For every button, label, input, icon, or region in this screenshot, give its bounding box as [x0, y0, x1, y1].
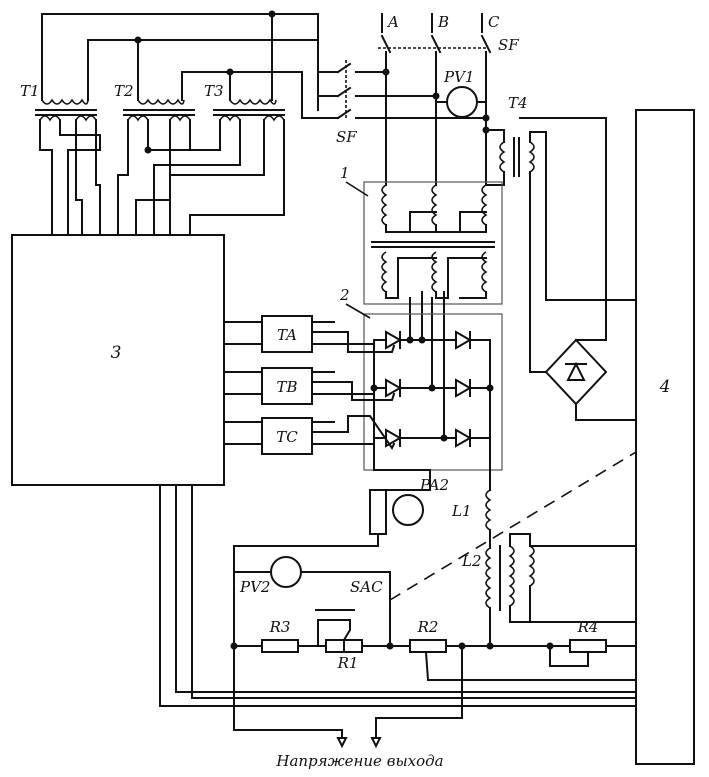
voltmeter-pv1: [446, 86, 478, 118]
label-r3: R3: [269, 618, 291, 636]
output-section: [159, 437, 637, 749]
control-pulse-units: [223, 315, 375, 455]
label-l2: L2: [461, 552, 482, 570]
label-phase-c: C: [488, 13, 500, 31]
block-2: [363, 313, 503, 471]
label-ta: TA: [277, 326, 297, 344]
label-block-2: 2: [339, 286, 350, 304]
label-pv1: PV1: [443, 68, 474, 86]
block-1-windings: [371, 184, 495, 439]
label-pv2: PV2: [239, 578, 270, 596]
supply-wiring: [41, 10, 339, 119]
phase-lines: [336, 13, 492, 186]
label-breaker-left: SF: [336, 128, 357, 146]
unit-tc: [261, 417, 313, 455]
label-t1: T1: [20, 82, 40, 100]
label-t3: T3: [204, 82, 224, 100]
resistor-r3: [261, 639, 299, 653]
voltmeter-pv2: [270, 556, 302, 588]
label-block-3: 3: [111, 343, 122, 363]
label-r2: R2: [417, 618, 439, 636]
label-t2: T2: [114, 82, 134, 100]
transformer-t1: [35, 98, 101, 236]
transformer-t3: [153, 98, 285, 236]
unit-ta: [261, 315, 313, 353]
rectifier-bridge: [311, 330, 494, 450]
label-t4: T4: [508, 94, 528, 112]
label-tc: TC: [276, 428, 298, 446]
label-phase-a: A: [386, 13, 399, 31]
resistor-r4: [569, 639, 607, 653]
label-pa2: PA2: [419, 476, 449, 494]
label-tb: TB: [276, 378, 297, 396]
transformer-t4: [485, 117, 637, 341]
label-block-1: 1: [340, 164, 350, 182]
label-l1: L1: [451, 502, 472, 520]
label-r4: R4: [577, 618, 599, 636]
label-breaker-top: SF: [498, 36, 519, 54]
output-voltage-caption: Напряжение выхода: [275, 752, 443, 770]
unit-tb: [261, 367, 313, 405]
transformer-t2: [117, 98, 195, 236]
block-4: [635, 109, 695, 765]
label-phase-b: B: [437, 13, 449, 31]
block-3: [11, 234, 225, 486]
diode-bridge: [529, 181, 637, 421]
label-r1: R1: [337, 654, 359, 672]
ammeter-pa2: [392, 494, 424, 526]
resistor-r2: [409, 639, 447, 653]
label-block-4: 4: [659, 377, 671, 397]
label-sac: SAC: [350, 578, 383, 596]
